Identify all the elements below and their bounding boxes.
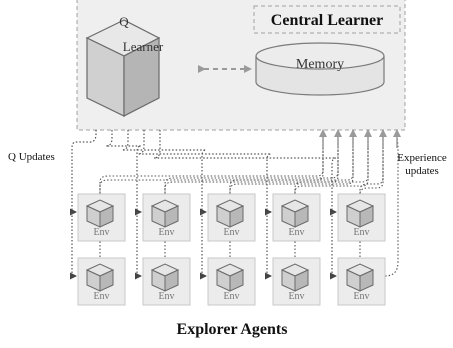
q-learner-cube-icon: [85, 19, 161, 117]
env-cube-icon: [345, 263, 375, 292]
env-label: Env: [93, 291, 109, 302]
env-cube-icon: [150, 199, 180, 228]
env-label: Env: [288, 291, 304, 302]
memory-label: Memory: [296, 57, 344, 72]
q-updates-label: Q Updates: [8, 151, 55, 163]
connection-lines: [70, 129, 401, 280]
env-box: Env: [272, 257, 321, 306]
env-box: Env: [77, 257, 126, 306]
explorer-agents-label: Explorer Agents: [177, 321, 288, 338]
experience-updates-label-line1: Experience: [397, 152, 447, 164]
env-cube-icon: [280, 199, 310, 228]
env-cube-icon: [150, 263, 180, 292]
env-cube-icon: [280, 263, 310, 292]
env-label: Env: [353, 227, 369, 238]
central-learner-title: Central Learner: [271, 12, 383, 29]
env-label: Env: [288, 227, 304, 238]
env-label: Env: [223, 291, 239, 302]
env-box: Env: [207, 193, 256, 242]
q-update-line: [105, 130, 142, 212]
experience-update-line: [229, 135, 354, 200]
central-learner-title-box: [253, 5, 401, 34]
experience-update-line: [99, 135, 324, 264]
env-box: Env: [77, 193, 126, 242]
env-label: Env: [158, 291, 174, 302]
env-cube-icon: [215, 199, 245, 228]
env-box: Env: [272, 193, 321, 242]
experience-update-line: [359, 135, 384, 200]
env-cube-icon: [215, 263, 245, 292]
env-box: Env: [142, 193, 191, 242]
experience-update-line: [99, 135, 324, 200]
experience-update-line: [164, 135, 339, 200]
env-box: Env: [142, 257, 191, 306]
experience-updates-label-line2: updates: [405, 165, 439, 177]
env-cube-icon: [85, 199, 115, 228]
env-box: Env: [207, 257, 256, 306]
env-box: Env: [337, 257, 386, 306]
experience-update-line: [294, 135, 369, 200]
env-label: Env: [353, 291, 369, 302]
memory-database-cylinder-icon: [255, 42, 385, 96]
q-update-line: [71, 130, 97, 212]
env-label: Env: [93, 227, 109, 238]
q-learner-label-line2: Learner: [123, 39, 164, 54]
env-label: Env: [158, 227, 174, 238]
env-cube-icon: [85, 263, 115, 292]
env-label: Env: [223, 227, 239, 238]
experience-update-line: [229, 135, 354, 264]
q-learner-label-line1: Q: [119, 14, 129, 29]
env-cube-icon: [345, 199, 375, 228]
experience-update-line: [384, 134, 399, 277]
env-box: Env: [337, 193, 386, 242]
